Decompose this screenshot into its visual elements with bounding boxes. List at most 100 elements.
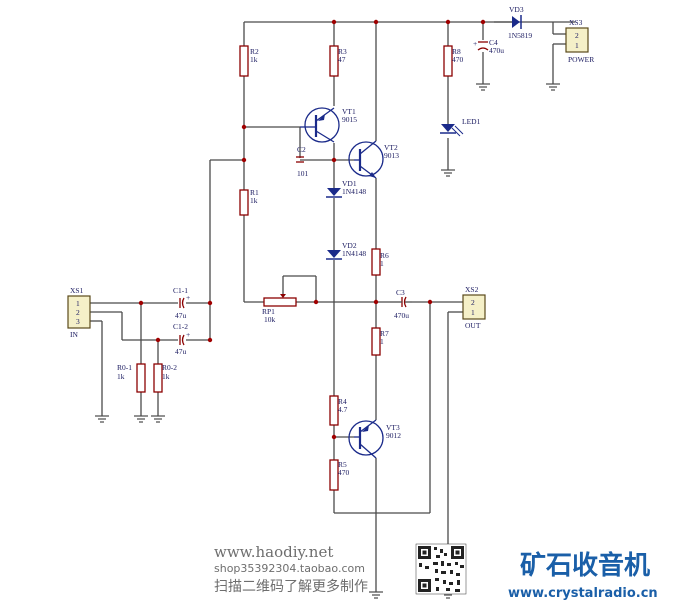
junction-dots: [138, 19, 486, 440]
svg-text:POWER: POWER: [568, 55, 594, 64]
svg-text:VD1: VD1: [342, 179, 357, 188]
transistor-vt3: VT3 9012: [348, 419, 401, 459]
svg-text:1: 1: [380, 259, 384, 268]
svg-text:C1-2: C1-2: [173, 322, 188, 331]
svg-text:470: 470: [452, 55, 464, 64]
qr-code: [415, 543, 467, 595]
svg-text:1N4148: 1N4148: [342, 187, 366, 196]
resistor-r5: R5 470: [329, 459, 350, 491]
wiring: [90, 21, 575, 592]
svg-text:9012: 9012: [386, 431, 401, 440]
capacitor-c1-1: + C1-1 47u: [173, 286, 190, 320]
svg-text:OUT: OUT: [465, 321, 481, 330]
svg-text:R6: R6: [380, 251, 389, 260]
svg-text:4.7: 4.7: [338, 405, 348, 414]
svg-text:1k: 1k: [117, 372, 125, 381]
ground-icon: [476, 83, 490, 91]
transistor-vt1: VT1 9015: [300, 107, 357, 143]
ground-icon: [369, 591, 383, 599]
svg-text:VT3: VT3: [386, 423, 400, 432]
svg-text:101: 101: [297, 169, 309, 178]
resistor-r3: R3 47: [329, 45, 347, 77]
ground-icon: [95, 415, 109, 423]
svg-text:1N4148: 1N4148: [342, 249, 366, 258]
svg-text:XS2: XS2: [465, 285, 479, 294]
svg-text:C4: C4: [489, 38, 498, 47]
capacitor-c1-2: + C1-2 47u: [173, 322, 190, 356]
resistor-r4: R4 4.7: [329, 395, 348, 426]
connector-xs3: 2 1 XS3 POWER: [565, 18, 594, 64]
brand-logo: 矿石收音机 www.crystalradio.cn: [508, 550, 658, 601]
svg-text:R7: R7: [380, 329, 389, 338]
svg-text:R1: R1: [250, 188, 259, 197]
svg-text:1k: 1k: [162, 372, 170, 381]
svg-text:RP1: RP1: [262, 307, 275, 316]
svg-text:VD3: VD3: [509, 5, 524, 14]
svg-text:R0-1: R0-1: [117, 363, 132, 372]
ground-symbols: [95, 83, 560, 599]
svg-text:R2: R2: [250, 47, 259, 56]
capacitor-c2: C2 101: [296, 145, 309, 178]
transistor-vt2: VT2 9013: [348, 140, 399, 179]
svg-text:R0-2: R0-2: [162, 363, 177, 372]
svg-text:1k: 1k: [250, 196, 258, 205]
svg-text:470: 470: [338, 468, 350, 477]
capacitor-c4: + C4 470u: [473, 38, 504, 55]
svg-text:XS1: XS1: [70, 286, 84, 295]
svg-text:IN: IN: [70, 330, 78, 339]
svg-text:9015: 9015: [342, 115, 357, 124]
svg-text:C3: C3: [396, 288, 405, 297]
connector-xs2: 2 1 XS2 OUT: [462, 285, 486, 330]
diode-vd3: VD3 1N5819: [494, 5, 532, 40]
diode-vd2: VD2 1N4148: [326, 241, 366, 260]
brand-url: www.crystalradio.cn: [508, 586, 658, 601]
svg-text:470u: 470u: [489, 46, 504, 55]
svg-text:VD2: VD2: [342, 241, 357, 250]
ground-icon: [546, 83, 560, 91]
potentiometer-rp1: RP1 10k: [262, 294, 297, 324]
resistor-r7: R7 1: [371, 327, 389, 356]
ground-icon: [134, 415, 148, 423]
capacitor-c3: C3 470u: [390, 288, 412, 320]
svg-text:1: 1: [380, 337, 384, 346]
resistor-r1: R1 1k: [239, 188, 259, 216]
resistor-r8: R8 470: [443, 45, 464, 77]
svg-text:47u: 47u: [175, 347, 187, 356]
watermark-shop: shop35392304.taobao.com: [214, 562, 365, 575]
svg-text:9013: 9013: [384, 151, 399, 160]
watermark-note: 扫描二维码了解更多制作: [214, 578, 368, 595]
resistor-r0-1: R0-1 1k: [117, 363, 146, 393]
svg-text:+: +: [473, 39, 477, 48]
svg-text:470u: 470u: [394, 311, 409, 320]
svg-text:1N5819: 1N5819: [508, 31, 532, 40]
svg-text:1: 1: [76, 299, 80, 308]
resistor-r0-2: R0-2 1k: [153, 363, 177, 393]
svg-text:+: +: [186, 293, 190, 302]
svg-text:2: 2: [76, 308, 80, 317]
led1: LED1: [440, 117, 481, 137]
watermark-site: www.haodiy.net: [214, 543, 333, 561]
connector-xs1: 1 2 3 XS1 IN: [67, 286, 91, 339]
diode-vd1: VD1 1N4148: [326, 179, 366, 198]
svg-text:10k: 10k: [264, 315, 276, 324]
resistor-r2: R2 1k: [239, 45, 259, 77]
svg-text:+: +: [186, 330, 190, 339]
svg-text:1k: 1k: [250, 55, 258, 64]
svg-text:2: 2: [575, 31, 579, 40]
svg-text:R3: R3: [338, 47, 347, 56]
brand-name: 矿石收音机: [520, 550, 650, 581]
svg-text:R8: R8: [452, 47, 461, 56]
ground-icon: [151, 415, 165, 423]
svg-text:2: 2: [471, 298, 475, 307]
svg-text:1: 1: [471, 308, 475, 317]
svg-text:47u: 47u: [175, 311, 187, 320]
watermark: www.haodiy.net shop35392304.taobao.com 扫…: [214, 543, 368, 595]
svg-text:R4: R4: [338, 397, 347, 406]
svg-text:VT1: VT1: [342, 107, 356, 116]
svg-text:R5: R5: [338, 460, 347, 469]
svg-text:C2: C2: [297, 145, 306, 154]
svg-text:1: 1: [575, 41, 579, 50]
svg-text:VT2: VT2: [384, 143, 398, 152]
